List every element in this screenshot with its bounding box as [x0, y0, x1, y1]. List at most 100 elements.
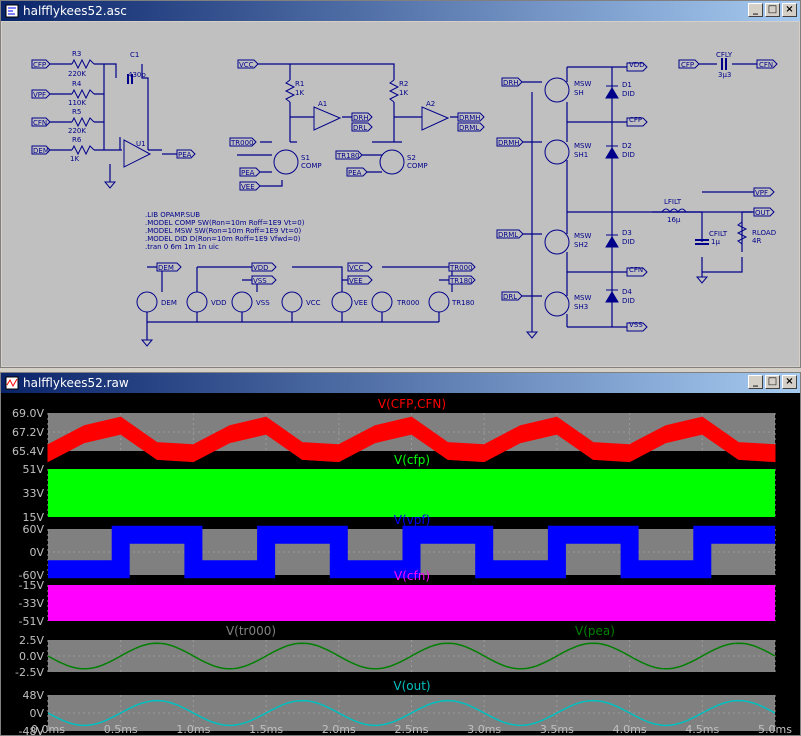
- x-tick-label: 4.0ms: [613, 723, 647, 735]
- net-dem-label-2: DEM: [158, 264, 174, 272]
- resistors: [71, 58, 748, 245]
- spice-directive-2[interactable]: .MODEL COMP SW(Ron=10m Roff=1E9 Vt=0): [145, 219, 305, 227]
- net-tr000-label: TR000: [230, 139, 254, 147]
- sh3-label: SH3: [574, 303, 588, 311]
- vsrc-tr180-label: TR180: [451, 299, 475, 307]
- d3-label: D3: [622, 229, 632, 237]
- x-tick-label: 4.5ms: [685, 723, 719, 735]
- net-drml-label-2: DRML: [498, 231, 518, 239]
- waveform-plot-area[interactable]: 69.0V67.2V65.4VV(CFP,CFN)51V33V15VV(cfp)…: [1, 393, 800, 735]
- x-tick-label: 3.0ms: [467, 723, 501, 735]
- s1-model: COMP: [301, 162, 322, 170]
- net-vpf-label-2: VPF: [755, 189, 768, 197]
- net-drmh-label-2: DRMH: [498, 139, 520, 147]
- lfilt-value: 16µ: [667, 216, 681, 224]
- y-tick-label: 2.5V: [19, 634, 44, 647]
- pane-title-2: V(pea): [575, 624, 615, 638]
- waveform-window: halfflykees52.raw _ □ × 69.0V 67.2V 65.4V V…: [0, 372, 801, 736]
- net-vee-label: VEE: [241, 183, 255, 191]
- d1-label: D1: [622, 81, 632, 89]
- net-cfn-label-3: CFN: [759, 61, 773, 69]
- spice-directive-5[interactable]: .tran 0 6m 1m 1n uic: [145, 243, 219, 251]
- y-tick-label: -33V: [19, 597, 45, 610]
- wave-close-button[interactable]: ×: [782, 375, 797, 389]
- spice-directive-1[interactable]: .LIB OPAMP.SUB: [145, 211, 200, 219]
- opamps: [123, 106, 450, 168]
- r2-value: 1K: [399, 89, 408, 97]
- net-cfp-label-2: CFP: [629, 116, 642, 124]
- r5-value: 220K: [68, 127, 86, 135]
- vsrc-vcc-label: VCC: [306, 299, 321, 307]
- schematic-canvas[interactable]: CFP VPF CFN DEM R3 220K R4 110K R5 220K …: [2, 22, 799, 366]
- x-tick-label: 0.5ms: [104, 723, 138, 735]
- net-vss-label-2: VSS: [253, 277, 267, 285]
- y-tick-label: 67.2V: [12, 426, 44, 439]
- waveform-doc-icon: [5, 376, 19, 390]
- cfly-value: 3µ3: [718, 71, 731, 79]
- d2-model: DID: [622, 151, 635, 159]
- ground-symbols: [103, 181, 709, 347]
- pane-title: V(out): [393, 679, 430, 693]
- r5-label: R5: [72, 108, 81, 116]
- net-tr180-label-2: TR180: [449, 277, 473, 285]
- a1-label: A1: [318, 100, 327, 108]
- y-tick-label: 60V: [22, 523, 44, 536]
- y-tick-label: -51V: [19, 615, 45, 628]
- wave-minimize-button[interactable]: _: [748, 375, 763, 389]
- y-tick-label: 69.0V: [12, 407, 44, 420]
- a2-label: A2: [426, 100, 435, 108]
- maximize-icon: □: [767, 376, 778, 387]
- sh3-model: MSW: [574, 294, 591, 302]
- schematic-labels: CFP VPF CFN DEM R3 220K R4 110K R5 220K …: [33, 50, 776, 329]
- r4-label: R4: [72, 80, 82, 88]
- x-tick-label: 0.0ms: [31, 723, 65, 735]
- net-drl-label: DRL: [353, 124, 367, 132]
- y-tick-label: 0.0V: [19, 650, 44, 663]
- lfilt-label: LFILT: [664, 198, 682, 206]
- series-line: [47, 642, 776, 670]
- r1-label: R1: [295, 80, 304, 88]
- maximize-button[interactable]: □: [765, 3, 780, 17]
- vsrc-tr000-label: TR000: [396, 299, 420, 307]
- switches: [273, 77, 570, 317]
- c1-label: C1: [130, 51, 139, 59]
- net-vcc-label-2: VCC: [349, 264, 364, 272]
- net-drml-label: DRML: [459, 124, 479, 132]
- x-tick-label: 3.5ms: [540, 723, 574, 735]
- net-drh-label-2: DRH: [503, 79, 519, 87]
- net-flags: [31, 59, 778, 332]
- rload-label: RLOAD: [752, 229, 776, 237]
- net-cfp-label: CFP: [33, 61, 46, 69]
- vsrc-vee-label: VEE: [354, 299, 368, 307]
- cfilt-label: CFILT: [709, 230, 728, 238]
- y-tick-label: 51V: [22, 463, 44, 476]
- x-tick-label: 2.0ms: [322, 723, 356, 735]
- vsrc-dem-label: DEM: [161, 299, 177, 307]
- waveform-title: halfflykees52.raw: [23, 376, 129, 390]
- schematic-titlebar[interactable]: halfflykees52.asc _ □ ×: [1, 1, 800, 21]
- spice-directive-4[interactable]: .MODEL DID D(Ron=10m Roff=1E9 Vfwd=0): [145, 235, 301, 243]
- close-button[interactable]: ×: [782, 3, 797, 17]
- minimize-icon: _: [753, 4, 758, 15]
- waveform-titlebar[interactable]: halfflykees52.raw _ □ ×: [1, 373, 800, 393]
- minimize-button[interactable]: _: [748, 3, 763, 17]
- net-vcc-label: VCC: [239, 61, 254, 69]
- net-out-label: OUT: [755, 209, 771, 217]
- net-drh-label: DRH: [353, 114, 369, 122]
- vsrc-vdd-label: VDD: [211, 299, 227, 307]
- x-tick-label: 1.5ms: [249, 723, 283, 735]
- s2-label: S2: [407, 154, 416, 162]
- series-line: [47, 699, 776, 727]
- s2-model: COMP: [407, 162, 428, 170]
- net-tr180-label: TR180: [336, 152, 360, 160]
- s1-label: S1: [301, 154, 310, 162]
- wave-maximize-button[interactable]: □: [765, 375, 780, 389]
- r1-value: 1K: [295, 89, 304, 97]
- minimize-icon: _: [753, 376, 758, 387]
- net-vss-label: VSS: [629, 321, 643, 329]
- net-vee-label-2: VEE: [349, 277, 363, 285]
- spice-directive-3[interactable]: .MODEL MSW SW(Ron=10m Roff=1E9 Vt=0): [145, 227, 301, 235]
- y-tick-label: 65.4V: [12, 445, 44, 458]
- maximize-icon: □: [767, 4, 778, 15]
- d2-label: D2: [622, 142, 632, 150]
